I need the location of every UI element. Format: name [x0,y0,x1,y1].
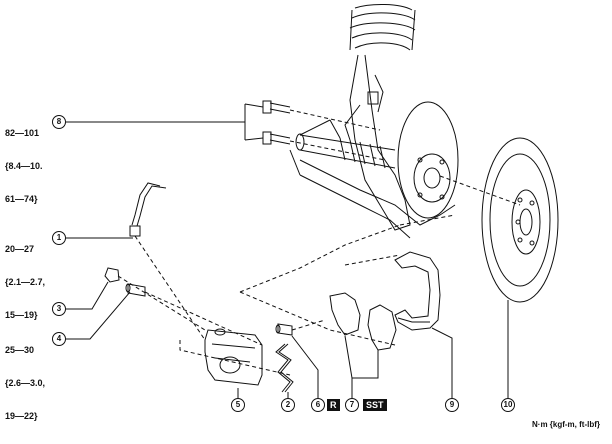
torque-spec-8-line1: 82—101 [5,128,40,138]
spring-clip-shape [275,343,294,393]
guide-lines [117,109,521,376]
replace-part-tag: R [327,399,340,411]
torque-spec-1: 20—27 {2.1—2.7, 15—19} [5,222,45,343]
torque-spec-1-line3: 15—19} [5,310,38,320]
torque-spec-4-line1: 25—30 [5,345,35,355]
torque-spec-8-line2: {8.4—10. [5,161,43,171]
bushing-shape [104,267,120,283]
torque-spec-4-line3: 19—22} [5,411,38,421]
callout-6: 6 [311,398,325,412]
exploded-view-drawing [66,4,559,398]
torque-spec-8: 82—101 {8.4—10. 61—74} [5,106,43,227]
torque-units-legend: N·m {kgf-m, ft-lbf} [532,420,600,429]
callout-10: 10 [501,398,515,412]
callout-4: 4 [52,332,66,346]
callout-5: 5 [231,398,245,412]
callout-3: 3 [52,302,66,316]
torque-spec-4: 25—30 {2.6—3.0, 19—22} [5,323,45,444]
mounting-support-shape [394,251,441,331]
torque-spec-8-line3: 61—74} [5,194,38,204]
lower-arm-shape [289,149,456,239]
hub-shape [397,101,459,219]
torque-spec-1-line1: 20—27 [5,244,35,254]
brake-hose-shape [129,182,167,237]
drive-shaft-shape [295,119,396,169]
callout-7: 7 [345,398,359,412]
torque-spec-1-line2: {2.1—2.7, [5,277,46,287]
knuckle-shape [344,54,411,231]
coil-spring-shape [349,4,416,51]
diagram-stage: 82—101 {8.4—10. 61—74} 20—27 {2.1—2.7, 1… [5,4,600,429]
brake-disc-shape [481,137,559,303]
torque-spec-4-line2: {2.6—3.0, [5,378,46,388]
guide-pin-shape [125,283,146,297]
callout-2: 2 [281,398,295,412]
callout-8: 8 [52,115,66,129]
knuckle-bolts-shape [262,100,291,145]
callout-9: 9 [445,398,459,412]
callout-1: 1 [52,231,66,245]
caliper-shape [204,328,263,386]
leader-lines [66,103,509,398]
brake-pads-shape [329,292,397,351]
sleeve-shape [275,323,293,336]
special-service-tool-tag: SST [363,399,387,411]
